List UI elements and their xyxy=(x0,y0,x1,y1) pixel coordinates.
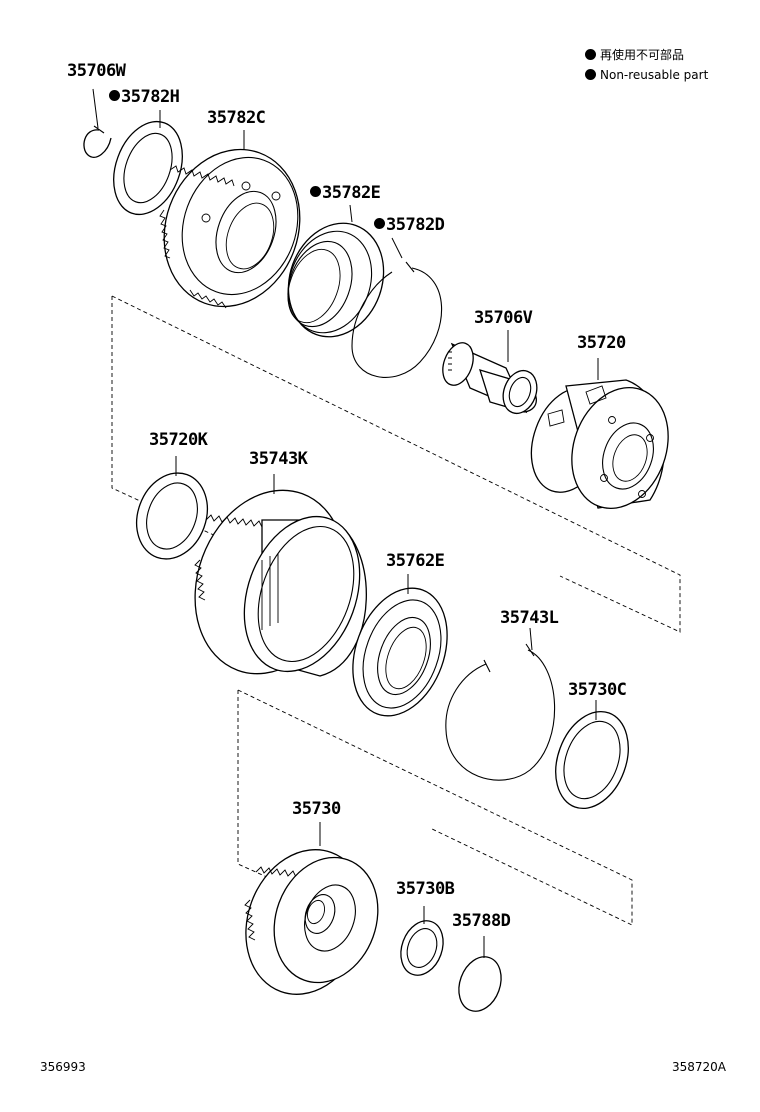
assembly-outline-lower xyxy=(237,689,633,926)
non-reusable-marker-icon xyxy=(585,69,596,80)
thrust-washer-35730C[interactable] xyxy=(543,700,641,819)
part-label-35782H[interactable]: 35782H xyxy=(109,88,180,106)
non-reusable-marker-icon xyxy=(585,49,596,60)
part-label-35706W[interactable]: 35706W xyxy=(67,61,126,81)
part-label-35706V[interactable]: 35706V xyxy=(474,308,533,328)
thrust-washer-35720K[interactable] xyxy=(125,456,219,569)
snap-ring-35743L[interactable] xyxy=(445,627,556,781)
part-label-35730B[interactable]: 35730B xyxy=(396,879,455,899)
part-label-35720[interactable]: 35720 xyxy=(577,333,626,353)
legend-english: Non-reusable part xyxy=(585,68,708,82)
snap-ring-35782D[interactable] xyxy=(351,237,443,378)
thrust-washer-35782H[interactable] xyxy=(102,110,195,224)
planetary-carrier-35720[interactable] xyxy=(518,358,685,522)
part-label-35782C[interactable]: 35782C xyxy=(207,108,266,128)
thrust-washer-35730B[interactable] xyxy=(394,906,451,981)
part-label-35762E[interactable]: 35762E xyxy=(386,551,445,571)
bearing-35782E[interactable] xyxy=(273,204,399,350)
legend-japanese: 再使用不可部品 xyxy=(585,48,684,62)
gear-drum-35743K[interactable] xyxy=(170,469,380,695)
part-label-35730[interactable]: 35730 xyxy=(292,799,341,819)
part-label-35782D[interactable]: 35782D xyxy=(374,216,445,234)
sun-gear-drum-35730[interactable] xyxy=(226,822,395,1011)
bearing-race-35762E[interactable] xyxy=(336,574,464,729)
shaft-35706V[interactable] xyxy=(437,330,542,418)
snap-ring-35706W[interactable] xyxy=(83,88,112,158)
ring-gear-35782C[interactable] xyxy=(143,130,322,326)
part-label-35782E[interactable]: 35782E xyxy=(310,184,381,202)
thrust-washer-35788D[interactable] xyxy=(452,936,509,1017)
non-reusable-marker-icon xyxy=(310,186,321,197)
non-reusable-marker-icon xyxy=(109,90,120,101)
part-label-35730C[interactable]: 35730C xyxy=(568,680,627,700)
footer-right-code: 358720A xyxy=(672,1060,727,1074)
footer-left-code: 356993 xyxy=(40,1060,86,1074)
non-reusable-marker-icon xyxy=(374,218,385,229)
part-label-35720K[interactable]: 35720K xyxy=(149,430,208,450)
part-label-35743L[interactable]: 35743L xyxy=(500,608,559,628)
part-label-35743K[interactable]: 35743K xyxy=(249,449,308,469)
part-label-35788D[interactable]: 35788D xyxy=(452,911,511,931)
